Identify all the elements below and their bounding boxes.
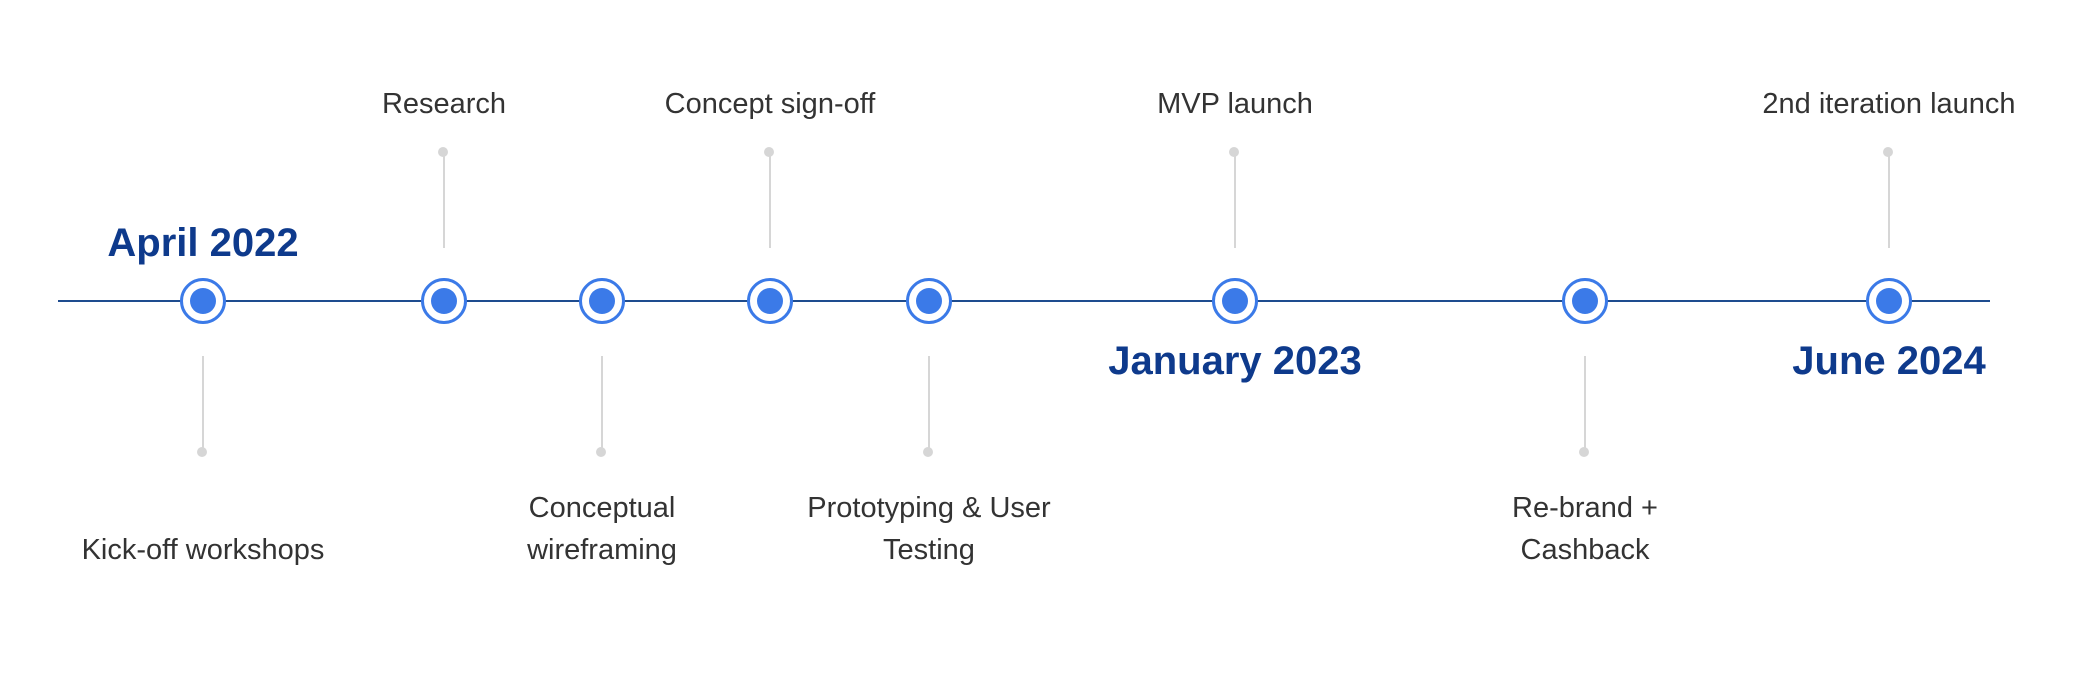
milestone-date: June 2024 [1792,339,1986,383]
connector-end-dot [923,447,933,457]
milestone-node [1562,278,1608,324]
milestone-label: Kick-off workshops [81,534,325,566]
milestone-connector [1579,356,1589,457]
milestone-node [421,278,467,324]
milestone-label: Re-brand + Cashback [1512,492,1658,566]
connector-end-dot [197,447,207,457]
milestone-label: 2nd iteration launch [1762,88,2016,120]
milestone-connector [596,356,606,457]
milestone-connector [438,147,448,248]
milestone-date: April 2022 [107,221,299,265]
milestone-node [579,278,625,324]
milestone-date: January 2023 [1108,339,1362,383]
connector-end-dot [438,147,448,157]
milestone-connector [1883,147,1893,248]
milestone-node [180,278,226,324]
milestone-label: MVP launch [1157,88,1313,120]
milestone-node [1212,278,1258,324]
milestone-connector [197,356,207,457]
milestone-node [1866,278,1912,324]
milestone-connector [923,356,933,457]
connector-end-dot [1883,147,1893,157]
milestone-label: Research [381,88,507,120]
milestone-node [906,278,952,324]
milestone-connector [764,147,774,248]
connector-end-dot [1229,147,1239,157]
milestone-connector [1229,147,1239,248]
milestone-label: Conceptual wireframing [527,492,677,566]
milestone-node [747,278,793,324]
connector-end-dot [764,147,774,157]
timeline-axis [58,300,1990,302]
milestone-label: Concept sign-off [664,88,876,120]
connector-end-dot [596,447,606,457]
milestone-label: Prototyping & User Testing [807,492,1051,566]
connector-end-dot [1579,447,1589,457]
